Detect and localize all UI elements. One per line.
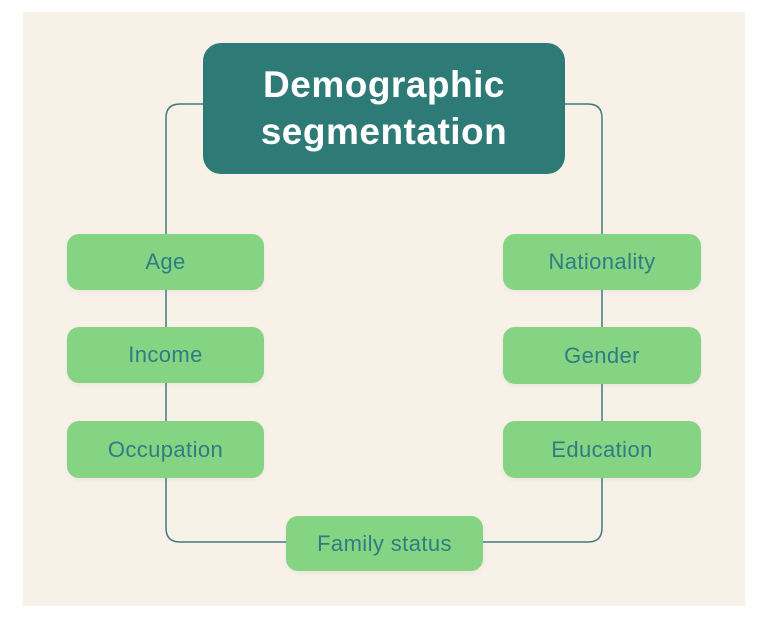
node-education: Education [503, 421, 701, 478]
node-age-label: Age [145, 249, 186, 274]
node-education-label: Education [551, 436, 653, 462]
node-income: Income [67, 327, 264, 383]
node-family-status-label: Family status [317, 530, 452, 556]
node-nationality-label: Nationality [548, 249, 656, 274]
title-node: Demographic segmentation [203, 43, 565, 174]
node-occupation: Occupation [67, 421, 264, 478]
node-family-status: Family status [286, 516, 483, 571]
node-gender: Gender [503, 327, 701, 384]
node-nationality: Nationality [503, 234, 701, 290]
node-occupation-label: Occupation [107, 436, 224, 462]
diagram-title: Demographic segmentation [260, 64, 508, 152]
node-gender-label: Gender [564, 342, 640, 368]
node-income-label: Income [128, 342, 203, 367]
node-age: Age [67, 234, 264, 290]
